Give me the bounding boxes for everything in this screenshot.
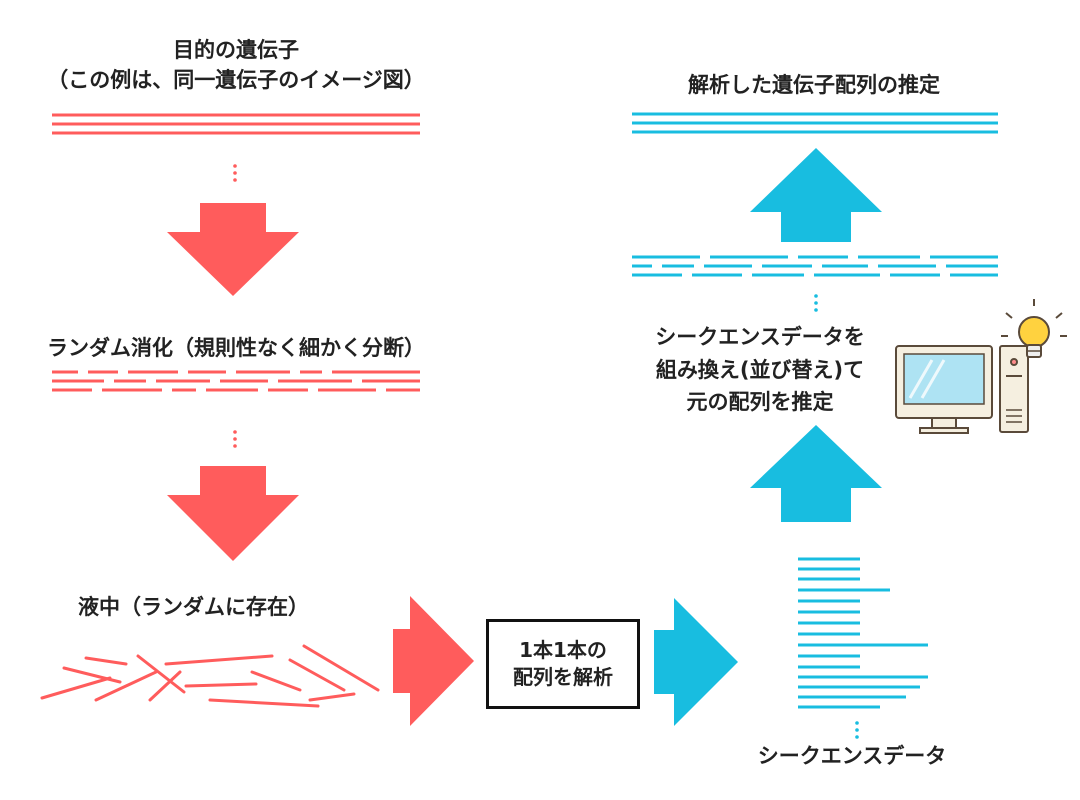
continuation-dots <box>233 164 237 182</box>
scattered-fragments <box>40 644 380 708</box>
continuation-dots <box>855 721 859 739</box>
continuation-dots <box>233 430 237 448</box>
target-gene-note: （この例は、同一遺伝子のイメージ図） <box>47 68 425 92</box>
sequence-data-label: シークエンスデータ <box>757 744 947 768</box>
analyze-box: 1本1本の 配列を解析 <box>486 619 640 709</box>
in-liquid-label: 液中（ランダムに存在） <box>78 595 309 619</box>
analyze-box-line1: 1本1本の <box>519 638 607 662</box>
result-gene-lines <box>632 112 998 134</box>
reassemble-line3: 元の配列を推定 <box>686 390 834 415</box>
analyze-box-line2: 配列を解析 <box>513 665 613 689</box>
reassembled-lines <box>632 255 998 277</box>
right-arrow-cyan <box>654 598 738 726</box>
down-arrow-1 <box>167 203 299 296</box>
continuation-dots <box>814 294 818 312</box>
reassemble-label: シークエンスデータを 組み換え(並び替え)て 元の配列を推定 <box>655 321 865 419</box>
sequence-data-lines <box>798 557 928 709</box>
down-arrow-2 <box>167 466 299 561</box>
reassemble-line1: シークエンスデータを <box>655 325 865 349</box>
up-arrow-lower <box>750 425 882 522</box>
fragmented-gene-lines <box>52 370 420 392</box>
random-digest-label: ランダム消化（規則性なく細かく分断） <box>47 336 425 360</box>
right-arrow-red <box>393 596 474 726</box>
target-gene-title: 目的の遺伝子 <box>173 38 299 62</box>
target-gene-lines <box>52 113 420 135</box>
result-title: 解析した遺伝子配列の推定 <box>688 73 940 97</box>
up-arrow-upper <box>750 148 882 242</box>
reassemble-line2: 組み換え(並び替え)て <box>655 357 865 382</box>
computer-with-lightbulb-icon <box>895 299 1067 434</box>
